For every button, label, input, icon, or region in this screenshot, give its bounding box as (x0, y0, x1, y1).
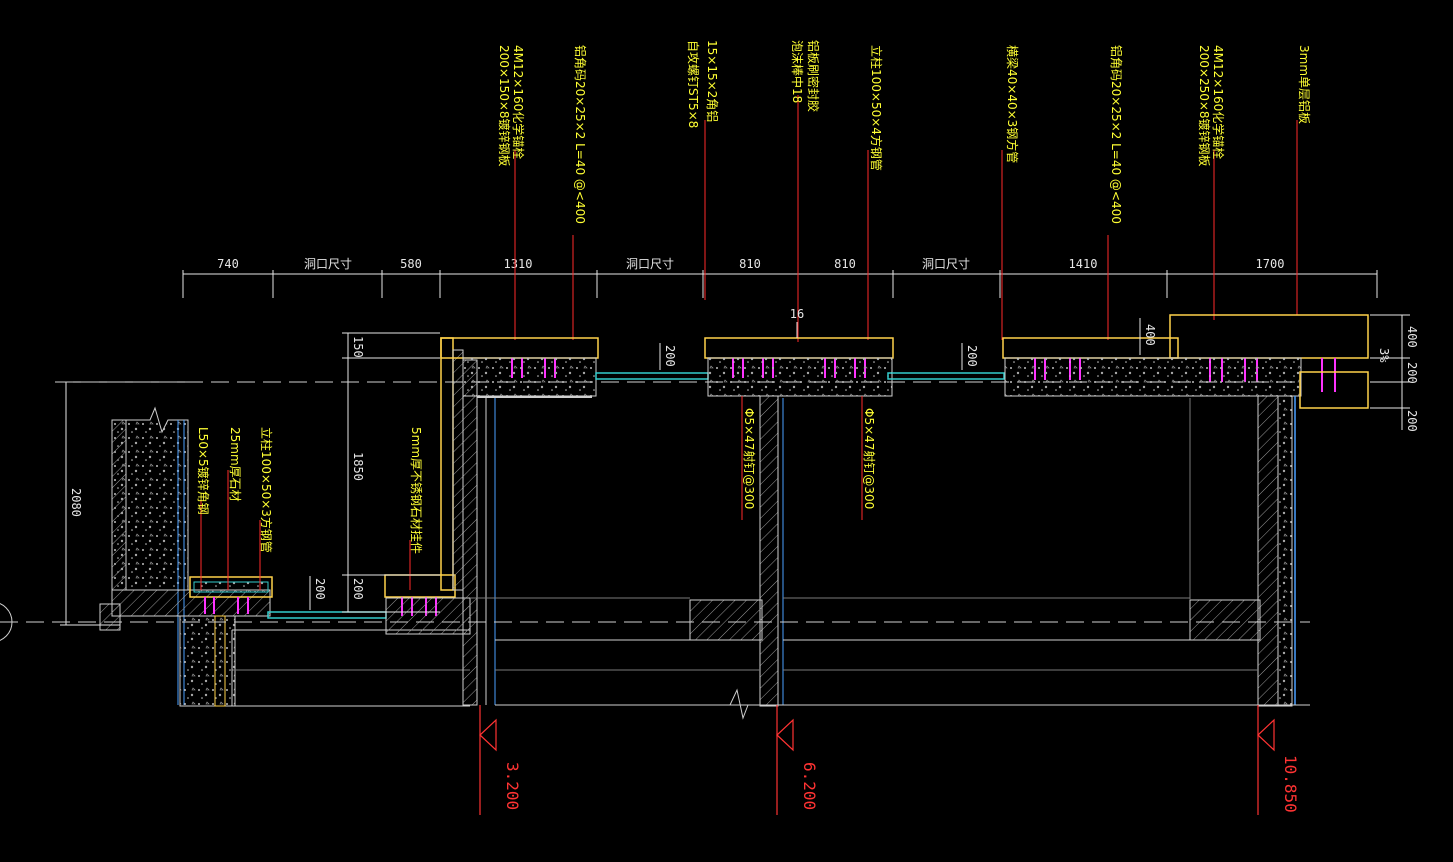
dim-200-left-bottom: 200 (351, 578, 365, 600)
dim-opening-1: 洞口尺寸 (304, 257, 352, 271)
top-dimension-chain: 740 洞口尺寸 580 1310 洞口尺寸 810 810 洞口尺寸 1410… (182, 257, 1378, 298)
left-window-unit (189, 574, 471, 635)
dim-200-window-left: 200 (313, 578, 327, 600)
dim-400-inner: 400 (1143, 324, 1157, 346)
note-aluminum-bracket-left: 铝角码20×25×2 L=40 @<400 (573, 45, 588, 224)
dim-1410: 1410 (1069, 257, 1098, 271)
note-aluminum-bracket-right: 铝角码20×25×2 L=40 @<400 (1109, 45, 1124, 224)
note-steel-plate-250: 200×250×8镀锌钢板 (1197, 45, 1211, 167)
dim-150: 150 (351, 336, 365, 358)
top-annotations: 200×150×8镀锌钢板 4M12×160化学锚栓 铝角码20×25×2 L=… (497, 40, 1312, 342)
note-steel-plate-150: 200×150×8镀锌钢板 (497, 45, 511, 167)
note-stone-25mm: 25mm厚石材 (228, 427, 242, 502)
note-nail-2: Φ5×47射钉@300 (862, 408, 877, 509)
dim-200-right-b: 200 (1405, 410, 1419, 432)
note-foam-rod: 泡沫棒中18 (790, 40, 805, 103)
note-angle-aluminum: 15×15×2角铝 (705, 40, 720, 122)
dim-opening-3: 洞口尺寸 (922, 257, 970, 271)
elevation-10850: 10.850 (1281, 755, 1300, 813)
dim-1850: 1850 (351, 452, 365, 481)
slope-3pct: 3% (1377, 348, 1391, 363)
dim-1700: 1700 (1256, 257, 1285, 271)
note-aluminum-panel-3mm: 3mm单层铝板 (1297, 45, 1312, 124)
dim-200-window-mid: 200 (663, 345, 677, 367)
elevation-3200: 3.200 (503, 762, 522, 810)
dim-740: 740 (217, 257, 239, 271)
note-mullion-100x50x4: 立柱100×50×4方钢管 (869, 45, 884, 171)
note-transom-40x40x3: 横梁40×40×3钢方管 (1005, 45, 1020, 163)
dim-2080: 2080 (69, 488, 83, 517)
dim-810-b: 810 (834, 257, 856, 271)
dim-580: 580 (400, 257, 422, 271)
note-anchor-bolt-right: 4M12×160化学锚栓 (1211, 45, 1226, 159)
note-anchor-bolt-left: 4M12×160化学锚栓 (511, 45, 526, 159)
elevation-6200: 6.200 (800, 762, 819, 810)
left-wall-section (99, 406, 470, 707)
dim-16: 16 (790, 307, 804, 321)
note-sealant: 铝板刷密封胶 (806, 40, 821, 112)
left-annotations: L50×5镀锌角钢 25mm厚石材 立柱100×50×3方钢管 5mm厚不锈钢石… (196, 427, 423, 590)
floor-lines (0, 381, 1310, 720)
right-structure: 400 200 200 400 3% (1002, 314, 1419, 707)
dim-810-a: 810 (739, 257, 761, 271)
dim-200-right-a: 200 (1405, 362, 1419, 384)
elevation-markers: 3.200 6.200 10.850 (479, 705, 1300, 815)
dim-200-window-right: 200 (965, 345, 979, 367)
left-vertical-dimensions: 2080 150 1850 200 200 (60, 332, 440, 626)
dim-400-right: 400 (1405, 326, 1419, 348)
note-nail-1: Φ5×47射钉@300 (742, 408, 757, 509)
note-self-tapping-screw: 自攻螺钉ST5×8 (686, 40, 700, 128)
note-angle-steel: L50×5镀锌角钢 (196, 427, 210, 515)
center-structure: 200 16 200 Φ5×47射钉@300 Φ5×47射钉@300 (440, 307, 1005, 707)
dim-1310: 1310 (504, 257, 533, 271)
dim-opening-2: 洞口尺寸 (626, 257, 674, 271)
note-mullion-100x50x3: 立柱100×50×3方钢管 (259, 427, 274, 553)
note-stainless-bracket: 5mm厚不锈钢石材挂件 (409, 427, 423, 554)
